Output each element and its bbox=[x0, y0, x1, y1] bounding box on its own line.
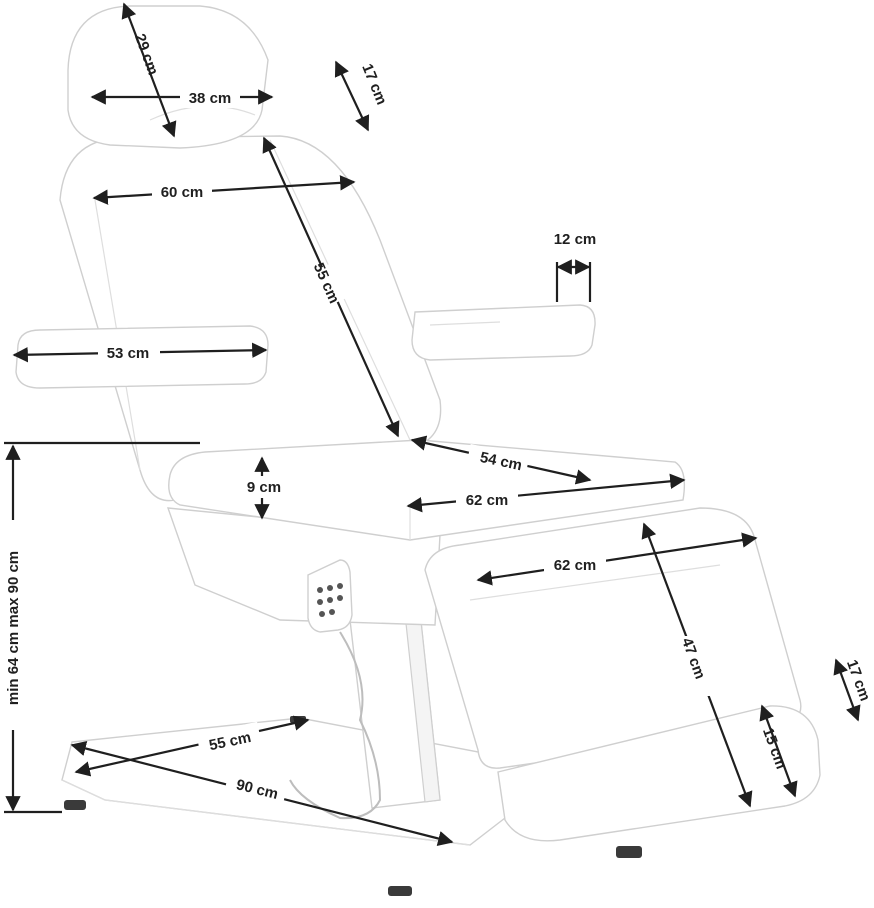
footrest-length-line bbox=[759, 704, 798, 798]
base-foot bbox=[388, 886, 412, 896]
backrest-width-label: 60 cm bbox=[161, 184, 204, 201]
seat-thickness-label: 9 cm bbox=[247, 479, 281, 496]
base-foot bbox=[64, 800, 86, 810]
headrest bbox=[67, 5, 269, 149]
headrest-height-line bbox=[121, 2, 177, 138]
headrest-thickness-line bbox=[334, 60, 370, 132]
remote-buttons bbox=[317, 583, 343, 617]
armrest-length-label: 53 cm bbox=[107, 345, 150, 362]
seat-width-label: 62 cm bbox=[466, 492, 509, 509]
armrest-width-label: 12 cm bbox=[554, 231, 597, 248]
right-armrest bbox=[411, 304, 596, 361]
seat-width-line bbox=[406, 473, 686, 513]
legrest-thickness-label: 17 cm bbox=[843, 658, 874, 704]
base-foot bbox=[616, 846, 642, 858]
height-range-label: min 64 cm max 90 cm bbox=[5, 551, 22, 705]
legrest-thickness-line bbox=[833, 658, 861, 722]
headrest-thickness-label: 17 cm bbox=[358, 61, 390, 107]
legrest-width-label: 62 cm bbox=[554, 557, 597, 574]
headrest-width-label: 38 cm bbox=[189, 90, 232, 107]
